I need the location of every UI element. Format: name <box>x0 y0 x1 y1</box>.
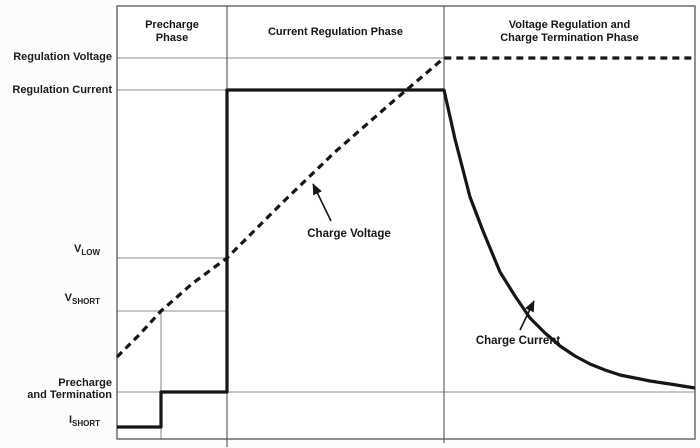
label-v-low: VLOW <box>0 243 112 259</box>
plot-frame <box>116 5 696 440</box>
label-i-short-symbol: I <box>68 413 72 426</box>
header-voltage-regulation-phase: Voltage Regulation and Charge Terminatio… <box>500 19 639 44</box>
label-regulation-current: Regulation Current <box>12 84 112 96</box>
label-v-low-subscript: LOW <box>81 248 100 258</box>
label-v-short-subscript: SHORT <box>72 297 100 307</box>
header-precharge-phase: Precharge Phase <box>145 19 199 44</box>
label-regulation-voltage: Regulation Voltage <box>13 51 112 63</box>
arrow-charge-current <box>519 300 535 331</box>
charge-current-curve <box>117 88 696 429</box>
arrow-charge-voltage <box>312 183 332 222</box>
plot-area <box>117 6 695 439</box>
label-i-short: ISHORT <box>0 414 112 430</box>
label-precharge-and-termination: Precharge and Termination <box>27 377 112 401</box>
label-v-low-symbol: V <box>73 242 82 255</box>
label-i-short-subscript: SHORT <box>72 419 100 429</box>
label-v-short-symbol: V <box>64 291 72 304</box>
label-v-short: VSHORT <box>0 292 112 308</box>
annotation-charge-current: Charge Current <box>475 335 561 347</box>
annotation-charge-voltage: Charge Voltage <box>307 228 391 240</box>
header-current-regulation-phase: Current Regulation Phase <box>267 25 404 38</box>
charge-voltage-curve <box>115 56 695 359</box>
